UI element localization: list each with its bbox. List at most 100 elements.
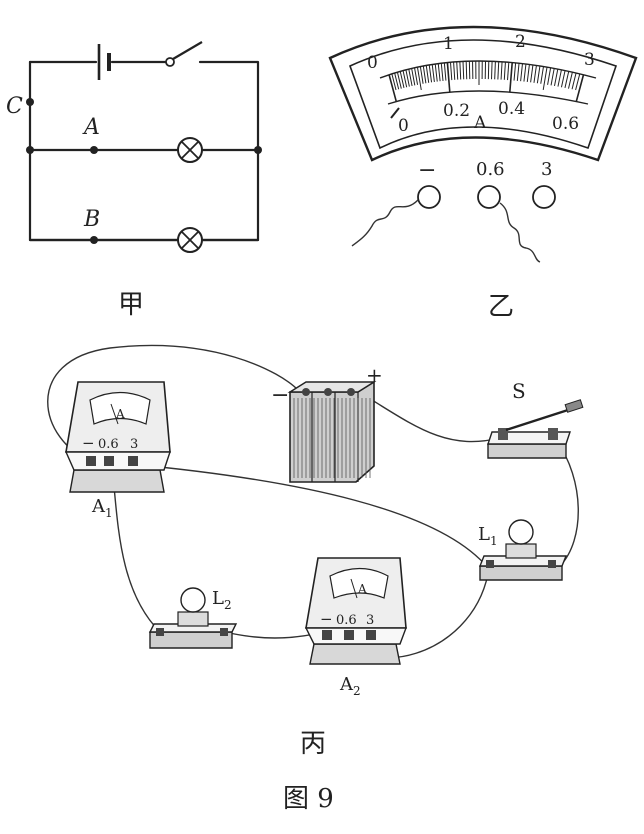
- scale-tick: [399, 71, 405, 88]
- battery-neg-label: −: [271, 383, 289, 408]
- scale-tick: [394, 72, 400, 90]
- a1-term-neg: [86, 456, 96, 466]
- panel-label-yi: 乙: [488, 292, 514, 322]
- scale-tick: [564, 71, 570, 88]
- figure-caption: 图 9: [283, 784, 334, 814]
- meter-yi: 0 1 2 3 0 0.2 0.4 0.6 A − 0.6 3 乙: [328, 25, 638, 322]
- scale-tick: [533, 65, 537, 83]
- scale-tick: [547, 67, 552, 85]
- meter-scale-ticks: [379, 60, 597, 105]
- scale-tick: [520, 63, 523, 82]
- a1-face-unit: A: [115, 407, 125, 421]
- scale-tick: [428, 64, 433, 83]
- scale-tick: [526, 64, 530, 83]
- terminal-label-3: 3: [541, 159, 552, 180]
- lead-coil-right: [499, 202, 541, 263]
- scale-tick: [419, 66, 424, 84]
- scale-tick: [491, 61, 493, 80]
- terminal-neg: [417, 185, 441, 209]
- top-scale-0: 0: [367, 53, 378, 73]
- scale-arc-outer: [379, 60, 597, 79]
- scale-tick: [396, 72, 402, 89]
- a1-term-label-neg: −: [82, 434, 95, 452]
- scale-tick: [402, 70, 408, 88]
- scale-tick: [465, 61, 468, 80]
- scale-tick: [516, 63, 520, 81]
- bottom-scale-06: 0.6: [552, 114, 579, 134]
- junction-right: [254, 146, 262, 154]
- scale-tick: [542, 67, 548, 91]
- switch-label: S: [512, 379, 526, 403]
- point-a-dot: [90, 146, 98, 154]
- a1-term-label-3: 3: [130, 437, 138, 452]
- scale-arc-inner: [387, 90, 589, 105]
- scale-tick: [443, 62, 447, 81]
- a1-term-06: [104, 456, 114, 466]
- circuit-bing: A − 0.6 3 A1 − +: [47, 344, 584, 759]
- a1-term-label-06: 0.6: [98, 437, 119, 452]
- scale-tick: [425, 65, 430, 83]
- scale-tick: [509, 62, 514, 93]
- terminal-3: [532, 185, 556, 209]
- scale-tick: [431, 64, 435, 83]
- scale-tick: [507, 62, 510, 81]
- a1-term-3: [128, 456, 138, 466]
- scale-tick: [456, 61, 459, 80]
- a2-term-label-neg: −: [320, 610, 333, 628]
- terminal-06: [477, 185, 501, 209]
- bottom-scale-0: 0: [398, 116, 409, 136]
- scale-tick: [560, 70, 566, 88]
- scale-tick: [453, 61, 456, 80]
- scale-tick: [550, 68, 555, 86]
- terminal-label-06: 0.6: [476, 159, 505, 180]
- top-scale-1: 1: [443, 34, 454, 54]
- meter-unit-a: A: [473, 113, 487, 133]
- wire-switch-to-l1: [555, 439, 579, 567]
- scale-tick: [446, 62, 451, 93]
- scale-tick: [575, 73, 581, 91]
- a2-face-unit: A: [357, 582, 367, 596]
- scale-tick: [575, 74, 585, 102]
- scale-tick: [422, 65, 427, 84]
- bottom-scale-02: 0.2: [443, 101, 470, 121]
- top-scale-3: 3: [584, 50, 595, 70]
- scale-tick: [554, 68, 559, 87]
- scale-tick: [405, 69, 410, 87]
- a1-dial-face: [89, 391, 151, 425]
- bottom-scale-04: 0.4: [498, 99, 525, 119]
- schematic-jia: C A B 甲: [6, 41, 262, 320]
- l1-label: L1: [478, 524, 498, 548]
- scale-tick: [462, 61, 465, 80]
- point-a-label: A: [82, 115, 100, 140]
- scale-tick: [536, 65, 541, 84]
- a2-term-label-3: 3: [366, 613, 374, 628]
- junction-left: [26, 146, 34, 154]
- scale-tick: [500, 61, 503, 80]
- ammeter-a2: A − 0.6 3 A2: [304, 557, 408, 698]
- scale-tick: [411, 68, 416, 86]
- scale-tick: [494, 61, 496, 80]
- wire-battery-to-switch: [371, 399, 501, 443]
- lamp-symbol-a: [177, 137, 203, 163]
- top-scale-2: 2: [515, 32, 526, 52]
- terminal-label-neg: −: [418, 158, 436, 183]
- scale-tick: [437, 63, 441, 82]
- scale-tick: [513, 62, 517, 81]
- scale-tick: [449, 62, 453, 81]
- battery: − +: [271, 363, 383, 483]
- point-b-dot: [90, 236, 98, 244]
- switch-blade: [172, 41, 203, 60]
- lamp-l1: L1: [478, 519, 568, 581]
- lamp-symbol-b: [177, 227, 203, 253]
- panel-label-jia: 甲: [118, 290, 144, 320]
- a2-term-label-06: 0.6: [336, 613, 357, 628]
- a1-label: A1: [91, 496, 113, 520]
- a2-dial-face: [329, 567, 389, 599]
- panel-label-bing: 丙: [300, 729, 326, 759]
- lead-coil-left: [351, 199, 419, 247]
- scale-tick: [540, 66, 544, 84]
- ammeter-a1: A − 0.6 3 A1: [64, 381, 171, 520]
- scale-tick: [571, 72, 577, 90]
- wire-a1-to-battery: [47, 344, 301, 463]
